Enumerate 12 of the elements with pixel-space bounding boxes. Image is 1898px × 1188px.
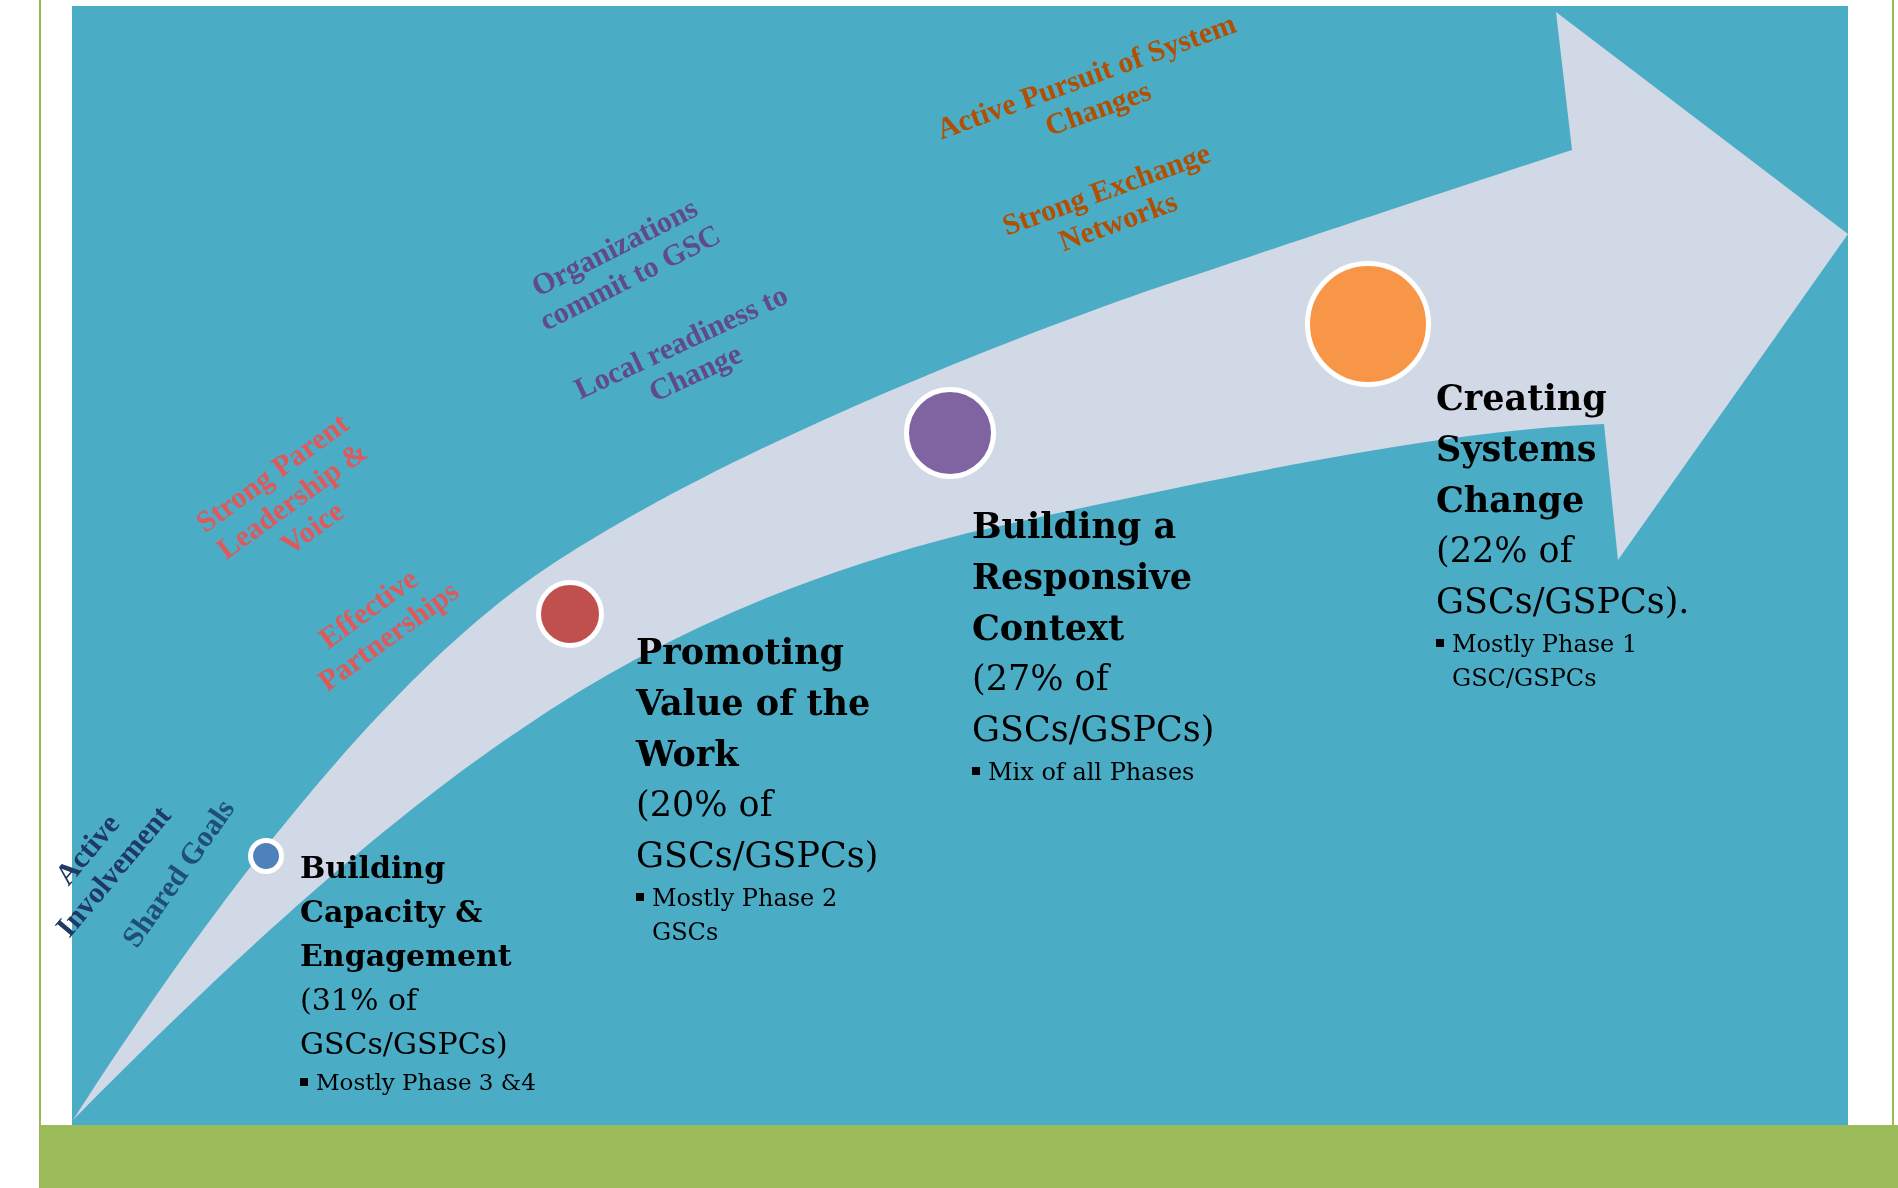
stage-percentage: (27% of GSCs/GSPCs) [972,657,1216,751]
stage-phase-note: Mostly Phase 3 &4 [316,1068,536,1097]
stage-title: Promoting Value of the Work [636,630,872,776]
stage-phase-note: Mostly Phase 2 GSCs [652,883,839,948]
stage-title: Building a Responsive Context [972,504,1193,650]
stage-percentage: (31% of GSCs/GSPCs) [300,981,509,1063]
stage-phase-note: Mostly Phase 1 GSC/GSPCs [1452,629,1639,694]
stage-phase-note: Mix of all Phases [988,757,1195,788]
outcome-label: Active Pursuit of System Changes [931,5,1242,148]
stage-percentage: (22% of GSCs/GSPCs). [1436,529,1691,623]
stage-percentage: (20% of GSCs/GSPCs) [636,783,880,877]
stage-title: Creating Systems Change [1436,376,1608,522]
